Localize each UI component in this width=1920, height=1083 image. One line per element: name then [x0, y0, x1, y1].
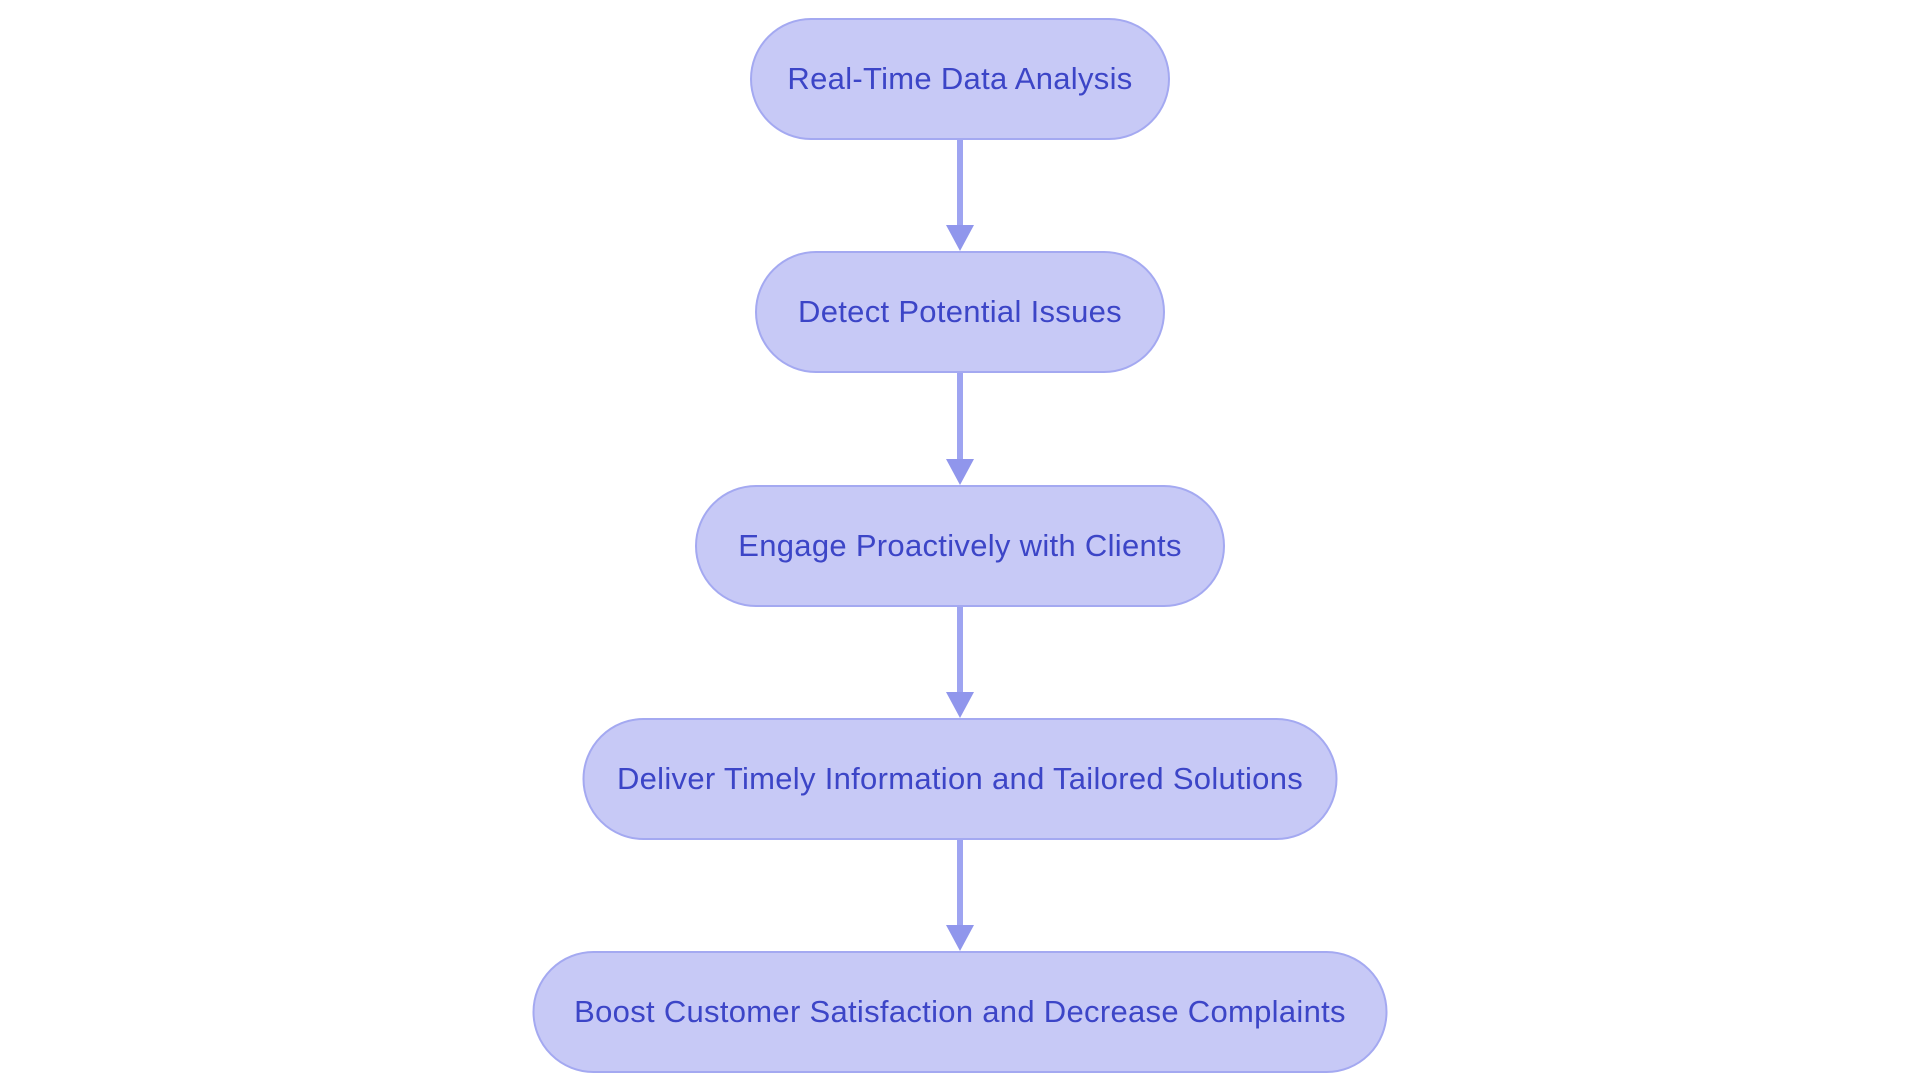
- arrow-line: [957, 373, 963, 459]
- arrow-line: [957, 140, 963, 225]
- arrow-line: [957, 607, 963, 692]
- node-real-time-data-analysis: Real-Time Data Analysis: [750, 18, 1170, 140]
- node-label: Engage Proactively with Clients: [738, 528, 1182, 563]
- node-label: Detect Potential Issues: [798, 294, 1122, 329]
- arrowhead-down-icon: [946, 225, 974, 251]
- node-label: Boost Customer Satisfaction and Decrease…: [574, 994, 1346, 1029]
- arrow-line: [957, 840, 963, 925]
- flow-arrow-2: [946, 373, 974, 485]
- flow-arrow-4: [946, 840, 974, 951]
- node-detect-potential-issues: Detect Potential Issues: [755, 251, 1165, 373]
- node-boost-customer-satisfaction: Boost Customer Satisfaction and Decrease…: [532, 951, 1388, 1073]
- node-label: Real-Time Data Analysis: [787, 61, 1133, 96]
- node-label: Deliver Timely Information and Tailored …: [616, 761, 1304, 796]
- node-engage-proactively-with-clients: Engage Proactively with Clients: [695, 485, 1225, 607]
- arrowhead-down-icon: [946, 925, 974, 951]
- flow-arrow-3: [946, 607, 974, 718]
- flow-arrow-1: [946, 140, 974, 251]
- node-deliver-timely-information: Deliver Timely Information and Tailored …: [582, 718, 1338, 840]
- arrowhead-down-icon: [946, 692, 974, 718]
- arrowhead-down-icon: [946, 459, 974, 485]
